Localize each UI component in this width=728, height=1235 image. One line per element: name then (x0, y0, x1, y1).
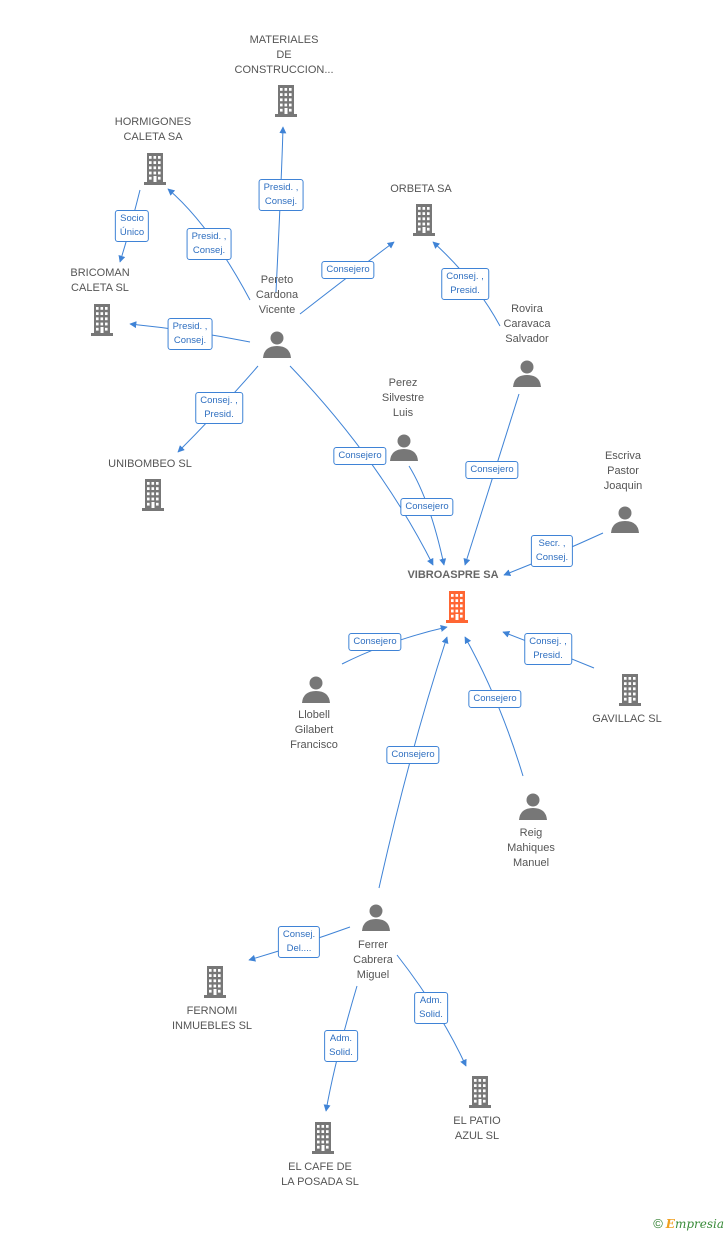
building-icon (144, 153, 166, 185)
copyright-symbol: © (653, 1216, 663, 1231)
person-icon (362, 904, 390, 931)
node-label-materiales[interactable]: MATERIALES DE CONSTRUCCION... (234, 34, 334, 76)
node-label-pereto[interactable]: Pereto Cardona Vicente (255, 274, 299, 316)
edge-label-pereto-to-orbeta[interactable]: Consejero (321, 261, 375, 279)
node-label-unibombeo[interactable]: UNIBOMBEO SL (108, 458, 192, 470)
company-node-vibroaspre[interactable] (446, 591, 468, 623)
node-label-cafe[interactable]: EL CAFE DE LA POSADA SL (281, 1161, 359, 1188)
edge-rovira-to-vibroaspre (463, 393, 520, 566)
company-node-bricoman[interactable] (91, 304, 113, 336)
building-icon (469, 1076, 491, 1108)
company-node-cafe[interactable] (312, 1122, 334, 1154)
node-label-fernomi[interactable]: FERNOMI INMUEBLES SL (171, 1005, 253, 1032)
brand-rest: mpresia (674, 1217, 724, 1231)
nodes-layer (91, 85, 641, 1154)
edge-label-pereto-to-unibombeo[interactable]: Consej. , Presid. (195, 392, 243, 424)
company-node-hormigones[interactable] (144, 153, 166, 185)
brand-logo: Empresia (666, 1217, 724, 1231)
edge-label-rovira-to-orbeta[interactable]: Consej. , Presid. (441, 268, 489, 300)
person-node-llobell[interactable] (302, 676, 330, 704)
building-icon (312, 1122, 334, 1154)
footer-brand[interactable]: ©Empresia (653, 1216, 724, 1231)
node-label-orbeta[interactable]: ORBETA SA (390, 183, 452, 195)
node-label-escriva[interactable]: Escriva Pastor Joaquin (603, 450, 643, 492)
person-icon (263, 331, 291, 358)
brand-initial: E (665, 1217, 675, 1231)
node-label-rovira[interactable]: Rovira Caravaca Salvador (503, 303, 551, 345)
company-node-fernomi[interactable] (204, 966, 226, 998)
person-icon (519, 793, 547, 820)
company-node-patio[interactable] (469, 1076, 491, 1108)
person-icon (611, 506, 639, 533)
edge-label-llobell-to-vibroaspre[interactable]: Consejero (348, 633, 402, 651)
node-label-vibroaspre[interactable]: VIBROASPRE SA (407, 569, 499, 581)
person-icon (513, 360, 541, 387)
person-node-perez[interactable] (390, 434, 418, 462)
edge-label-gavillac-to-vibroaspre[interactable]: Consej. , Presid. (524, 633, 572, 665)
edge-label-ferrer-to-fernomi[interactable]: Consej. Del.... (277, 926, 321, 958)
building-icon (619, 674, 641, 706)
edge-label-ferrer-to-patio[interactable]: Adm. Solid. (414, 992, 448, 1024)
node-label-llobell[interactable]: Llobell Gilabert Francisco (290, 709, 338, 751)
edge-label-perez-to-vibroaspre[interactable]: Consejero (400, 498, 454, 516)
edge-label-ferrer-to-vibroaspre[interactable]: Consejero (386, 746, 440, 764)
edge-label-reig-to-vibroaspre[interactable]: Consejero (468, 690, 522, 708)
person-node-rovira[interactable] (513, 360, 541, 388)
edge-label-pereto-to-materiales[interactable]: Presid. , Consej. (258, 179, 304, 211)
building-icon (413, 204, 435, 236)
person-node-escriva[interactable] (611, 506, 639, 534)
node-label-ferrer[interactable]: Ferrer Cabrera Miguel (353, 939, 393, 981)
node-label-hormigones[interactable]: HORMIGONES CALETA SA (114, 116, 192, 143)
edge-label-pereto-to-vibroaspre[interactable]: Consejero (333, 447, 387, 465)
company-node-materiales[interactable] (275, 85, 297, 117)
company-node-orbeta[interactable] (413, 204, 435, 236)
building-icon (275, 85, 297, 117)
building-icon (446, 591, 468, 623)
node-label-reig[interactable]: Reig Mahiques Manuel (507, 827, 555, 869)
company-node-gavillac[interactable] (619, 674, 641, 706)
edge-label-rovira-to-vibroaspre[interactable]: Consejero (465, 461, 519, 479)
person-node-reig[interactable] (519, 793, 547, 821)
person-icon (302, 676, 330, 703)
person-icon (390, 434, 418, 461)
edge-label-pereto-to-hormigones[interactable]: Presid. , Consej. (186, 228, 232, 260)
node-label-bricoman[interactable]: BRICOMAN CALETA SL (70, 267, 130, 294)
person-node-pereto[interactable] (263, 331, 291, 359)
building-icon (204, 966, 226, 998)
edge-label-escriva-to-vibroaspre[interactable]: Secr. , Consej. (530, 535, 574, 567)
building-icon (91, 304, 113, 336)
company-node-unibombeo[interactable] (142, 479, 164, 511)
person-node-ferrer[interactable] (362, 904, 390, 932)
edge-label-hormigones-to-bricoman[interactable]: Socio Único (114, 210, 150, 242)
node-label-gavillac[interactable]: GAVILLAC SL (592, 713, 662, 725)
edge-label-pereto-to-bricoman[interactable]: Presid. , Consej. (167, 318, 213, 350)
edge-label-ferrer-to-cafe[interactable]: Adm. Solid. (324, 1030, 358, 1062)
node-label-patio[interactable]: EL PATIO AZUL SL (453, 1115, 501, 1142)
node-label-perez[interactable]: Perez Silvestre Luis (381, 377, 425, 419)
building-icon (142, 479, 164, 511)
